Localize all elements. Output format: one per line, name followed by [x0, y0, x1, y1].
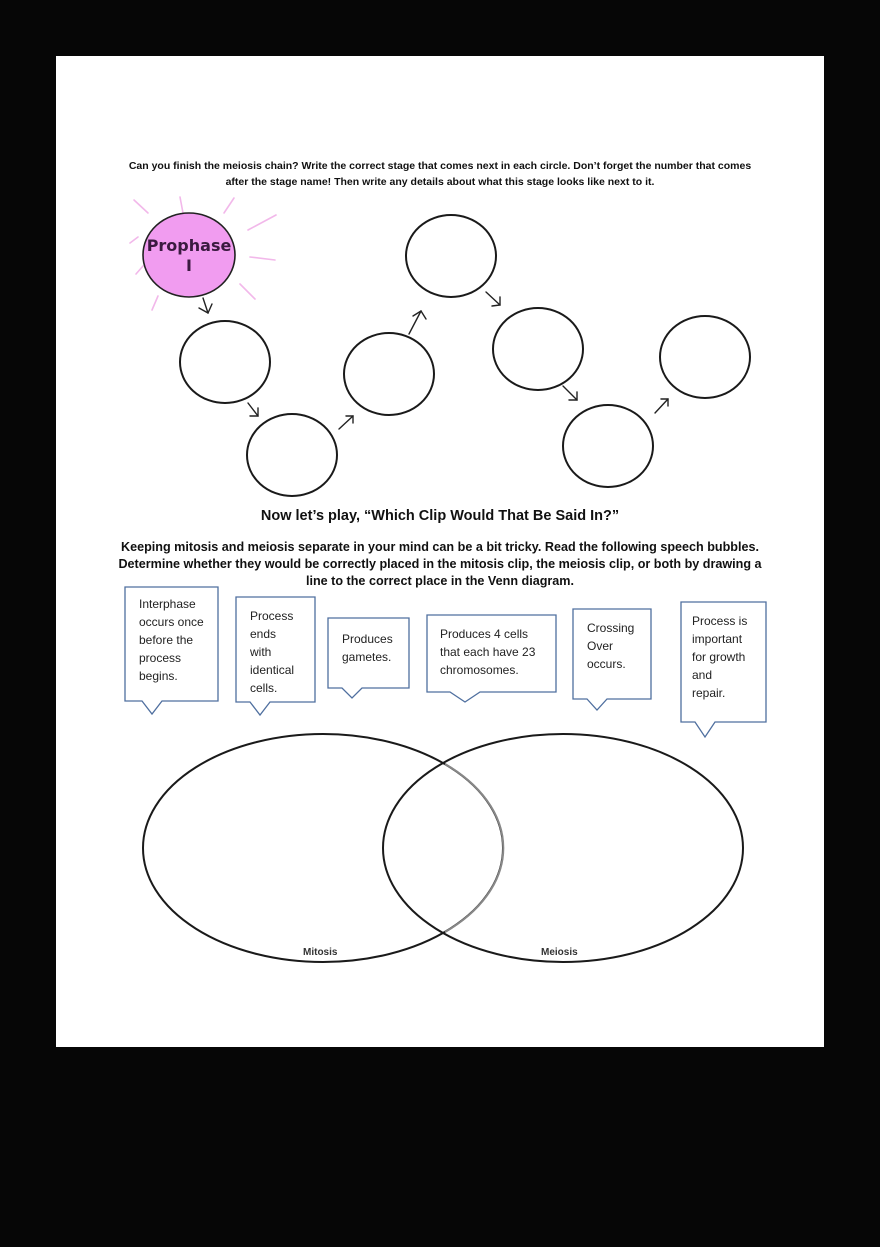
speech-bubble-3[interactable]: Produces gametes. [342, 630, 393, 666]
bubble-4-line: Produces 4 cells [440, 627, 529, 641]
blank-circle-5 [492, 307, 584, 391]
bubble-5-line: occurs. [587, 657, 626, 671]
speech-bubble-5[interactable]: Crossing Over occurs. [587, 619, 634, 673]
bubble-1-line: process [139, 651, 182, 665]
bubble-1-line: before the [139, 633, 194, 647]
bubble-6-line: Process is [692, 614, 748, 628]
bubble-4-shape [426, 614, 557, 703]
game-instructions-line-3: line to the correct place in the Venn di… [305, 574, 575, 588]
venn-label-meiosis: Meiosis [541, 947, 578, 958]
bubble-6-shape [680, 601, 767, 739]
bubble-2-line: with [250, 645, 272, 659]
prophase-label-line-2: I [186, 256, 192, 275]
bubble-6-line: and [692, 668, 713, 682]
bubble-2-line: identical [250, 663, 295, 677]
blank-stage-circles [179, 214, 751, 497]
speech-bubble-1[interactable]: Interphase occurs once before the proces… [139, 595, 204, 685]
prophase-circle [142, 212, 236, 298]
bubble-2-line: Process [250, 609, 294, 623]
game-instructions: Keeping mitosis and meiosis separate in … [100, 539, 780, 590]
speech-bubbles [124, 586, 767, 739]
bubble-4-line: chromosomes. [440, 663, 519, 677]
bubble-5-line: Crossing [587, 621, 635, 635]
blank-circle-6 [562, 404, 654, 488]
bubble-6-line: repair. [692, 686, 726, 700]
bubble-6-line: important [692, 632, 743, 646]
mitosis-ellipse [142, 733, 504, 963]
speech-bubble-2[interactable]: Process ends with identical cells. [250, 607, 294, 697]
blank-circle-3 [343, 332, 435, 416]
speech-bubble-4[interactable]: Produces 4 cells that each have 23 chrom… [440, 625, 535, 679]
bubble-1-line: occurs once [139, 615, 204, 629]
bubble-4-line: that each have 23 [440, 645, 536, 659]
bubble-5-line: Over [587, 639, 614, 653]
venn-diagram [142, 733, 744, 963]
bubble-1-line: begins. [139, 669, 178, 683]
chain-instructions: Can you finish the meiosis chain? Write … [56, 158, 824, 190]
game-instructions-line-2: Determine whether they would be correctl… [118, 557, 762, 571]
speech-bubble-6[interactable]: Process is important for growth and repa… [692, 612, 747, 702]
bubble-3-shape [327, 617, 410, 699]
bubble-3-line: gametes. [342, 650, 392, 664]
bubble-2-line: cells. [250, 681, 278, 695]
sun-rays-icon [129, 196, 277, 311]
prophase-label: Prophase I [143, 236, 235, 276]
overlap-arc [444, 763, 505, 933]
venn-label-mitosis: Mitosis [303, 947, 338, 958]
bubble-2-shape [235, 596, 316, 717]
blank-circle-1 [179, 320, 271, 404]
bubble-1-line: Interphase [139, 597, 196, 611]
meiosis-ellipse [382, 733, 744, 963]
bubble-5-shape [572, 608, 652, 711]
blank-circle-2 [246, 413, 338, 497]
instructions-line-2: after the stage name! Then write any det… [225, 176, 655, 188]
bubble-2-line: ends [250, 627, 277, 641]
prophase-label-line-1: Prophase [146, 236, 232, 255]
bubble-3-line: Produces [342, 632, 393, 646]
game-title: Now let’s play, “Which Clip Would That B… [260, 508, 620, 524]
bubble-1-shape [124, 586, 219, 716]
game-instructions-line-1: Keeping mitosis and meiosis separate in … [121, 540, 759, 554]
bubble-6-line: for growth [692, 650, 746, 664]
instructions-line-1: Can you finish the meiosis chain? Write … [128, 160, 752, 172]
blank-circle-4 [405, 214, 497, 298]
blank-circle-7 [659, 315, 751, 399]
